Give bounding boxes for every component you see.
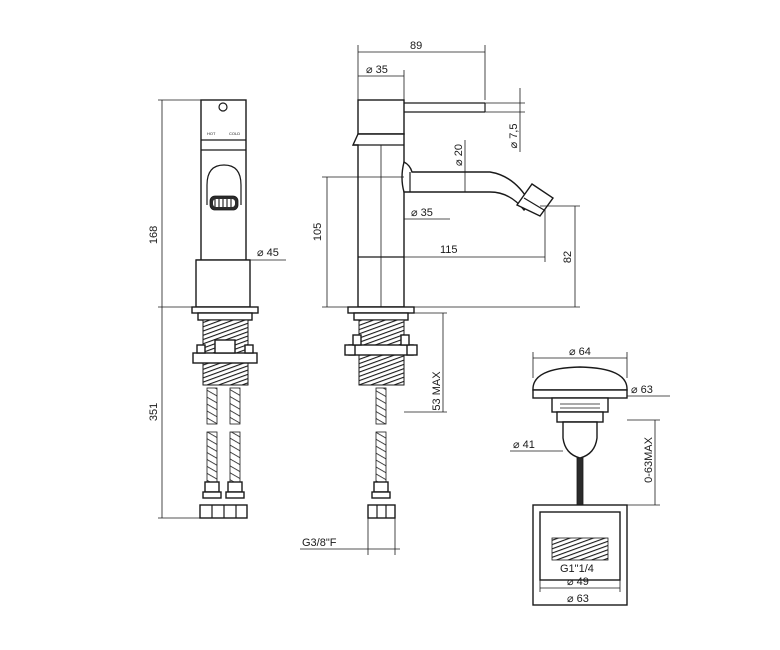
side-body [351,133,405,308]
spout-height-label: 82 [562,251,574,263]
lever-tip-icon [218,102,228,112]
waste-stem [562,421,598,459]
body-outer-diameter-label: ⌀ 63 [567,593,589,605]
body-height-label: 105 [312,223,324,241]
lever-handle [357,99,405,135]
side-spout [401,160,531,212]
front-height-dimension: 168 [148,99,205,308]
front-hose-left [206,387,218,425]
flange-diameter-label: ⌀ 63 [631,384,653,396]
deck-thickness-label: 53 MAX [431,371,443,411]
front-lower-dimension: 351 [148,307,208,519]
spout-outlet [515,183,554,217]
lever-diameter-label: ⌀ 35 [366,64,388,76]
spout-base-diameter-label: ⌀ 35 [411,207,433,219]
spout-reach-label: 115 [440,244,458,256]
side-view: 89 ⌀ 35 ⌀ 7,5 ⌀ 20 ⌀ 35 105 [300,40,580,555]
front-spout [206,164,242,205]
front-hose-right [229,387,241,425]
spout-diameter-label: ⌀ 20 [453,144,465,166]
waste-cap [532,366,628,391]
hot-marking: HOT [207,131,216,136]
front-body-diameter-label: ⌀ 45 [257,247,279,259]
front-total-height-label: 168 [148,226,160,244]
stem-diameter-label: ⌀ 41 [513,439,535,451]
adjustment-range-label: 0-63MAX [643,436,655,483]
side-hose [375,387,387,425]
front-lower-height-label: 351 [148,403,160,421]
cap-diameter-label: ⌀ 64 [569,346,591,358]
connection-thread-label: G3/8"F [302,537,337,549]
lever-tip-diameter-label: ⌀ 7,5 [508,124,520,149]
waste-thread-label: G1"1/4 [560,563,594,575]
body-inner-diameter-label: ⌀ 49 [567,576,589,588]
cold-marking: COLD [229,131,240,136]
front-view: 168 351 HOT COLD ⌀ 45 [148,99,286,519]
overall-length-label: 89 [410,40,422,52]
waste-view: ⌀ 64 ⌀ 63 ⌀ 41 0-63MAX G1"1/4 ⌀ 49 [510,346,670,606]
